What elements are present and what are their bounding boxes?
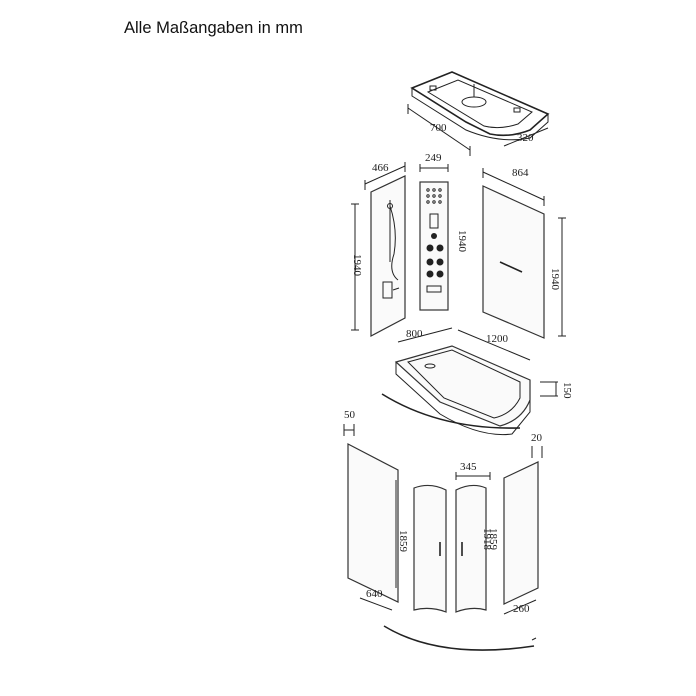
dim-tray-height: 150 [561,382,573,399]
dim-side-glass-height: 1859 [397,530,409,553]
dim-right-glass-height: 1859 [487,528,499,551]
dim-side-glass-width: 640 [366,588,383,600]
shower-tray [381,327,558,436]
dim-right-panel-height: 1940 [549,268,561,291]
dim-right-glass-width: 260 [513,603,530,615]
dim-left-panel-height: 1940 [351,254,363,277]
right-fixed-glass [503,446,543,615]
curved-doors [413,472,491,613]
roof-part [407,71,550,156]
dim-door-height: 1918 [481,528,493,551]
page-title: Alle Maßangaben in mm [124,19,303,37]
left-wall-panel [351,162,406,337]
dim-tray-width: 800 [406,328,423,340]
bottom-rail [383,625,537,651]
dim-column-height: 1940 [456,230,468,253]
dim-door-width: 345 [460,461,477,473]
dim-right-panel-width: 864 [512,167,529,179]
dim-roof-depth: 320 [517,132,534,144]
right-wall-panel [482,168,566,339]
dim-roof-width: 700 [430,122,447,134]
dim-column-width: 249 [425,152,442,164]
dim-right-glass-gap: 20 [531,432,543,444]
shower-column [419,164,449,311]
dim-tray-length: 1200 [486,333,509,345]
dim-left-panel-width: 466 [372,162,389,174]
dim-fixed-glass-gap: 50 [344,409,356,421]
left-fixed-glass [343,424,399,611]
